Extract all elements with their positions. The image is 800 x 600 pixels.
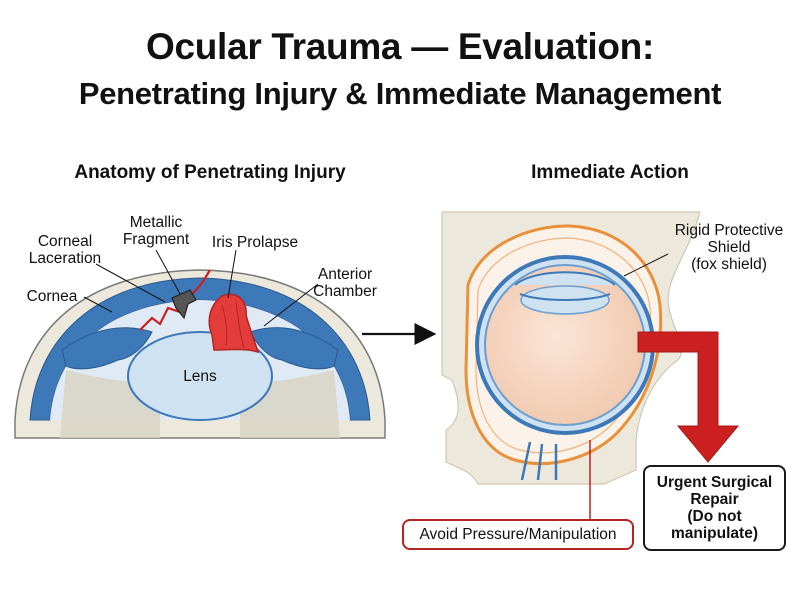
lens-shape [127, 331, 273, 421]
urgent-box-line2: Repair [690, 491, 739, 508]
label-iris-prolapse: Iris Prolapse [211, 234, 299, 251]
page-title: Ocular Trauma — Evaluation: [146, 26, 654, 67]
label-cornea: Cornea [26, 288, 78, 305]
iris-prolapse-shape [208, 293, 260, 354]
label-metallic-fragment-line1: Metallic [129, 214, 183, 231]
label-anterior-chamber-line2: Chamber [313, 283, 377, 300]
avoid-pressure-box: Avoid Pressure/Manipulation [402, 519, 634, 550]
label-metallic-fragment: Metallic Fragment [116, 214, 196, 248]
label-shield-line3: (fox shield) [691, 256, 767, 273]
label-shield-line1: Rigid Protective [674, 222, 784, 239]
label-corneal-laceration-line2: Laceration [28, 250, 102, 267]
label-shield-line2: Shield [707, 239, 751, 256]
label-anterior-chamber: Anterior Chamber [300, 266, 390, 300]
iris-right [249, 327, 339, 370]
left-panel-heading: Anatomy of Penetrating Injury [74, 162, 346, 183]
label-lens: Lens [183, 368, 217, 385]
right-eye-shield [441, 211, 740, 520]
label-corneal-laceration: Corneal Laceration [20, 233, 110, 267]
urgent-arrow [637, 331, 740, 463]
urgent-repair-box: Urgent Surgical Repair (Do not manipulat… [643, 465, 786, 551]
label-shield: Rigid Protective Shield (fox shield) [660, 222, 798, 273]
label-metallic-fragment-line2: Fragment [122, 231, 190, 248]
page-subtitle: Penetrating Injury & Immediate Managemen… [78, 76, 722, 111]
urgent-box-line1: Urgent Surgical [656, 474, 773, 491]
urgent-box-line4: manipulate) [671, 525, 758, 542]
iris-left [61, 327, 153, 370]
right-panel-heading: Immediate Action [531, 162, 689, 183]
label-corneal-laceration-line1: Corneal [37, 233, 93, 250]
urgent-box-line3: (Do not [687, 508, 742, 525]
label-anterior-chamber-line1: Anterior [317, 266, 373, 283]
left-eye-anatomy [14, 249, 386, 439]
metallic-fragment-shape [171, 289, 197, 320]
